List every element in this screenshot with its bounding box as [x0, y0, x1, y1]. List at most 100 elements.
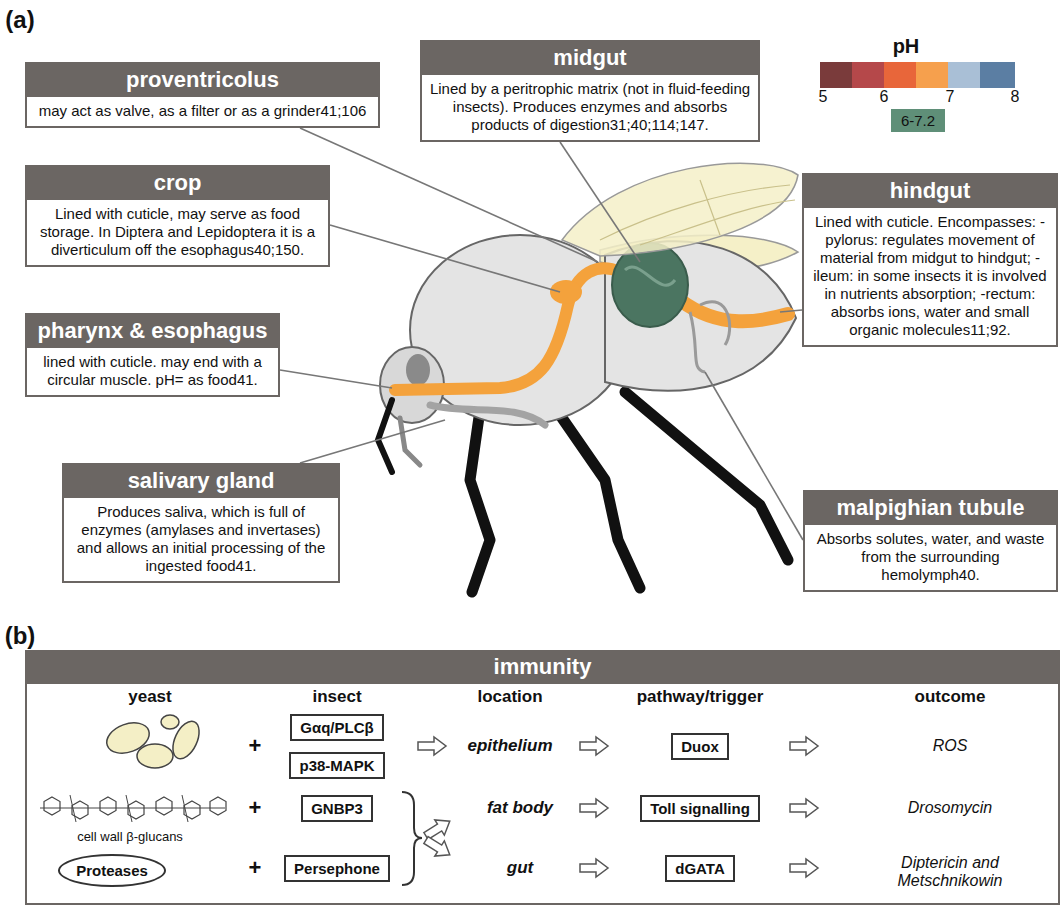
ph-scale — [884, 62, 917, 88]
flow-arrows — [421, 832, 454, 862]
flow-arrows — [790, 737, 818, 755]
pathway-box: Duox — [671, 733, 729, 760]
hindgut-drawing — [680, 300, 788, 321]
midgut-coil — [625, 267, 675, 285]
box-label: dGATA — [675, 860, 724, 877]
leg — [560, 415, 640, 588]
mouthpart — [400, 418, 420, 465]
column-header: yeast — [128, 687, 171, 707]
fore-wing — [562, 163, 798, 256]
pathway-box: Toll signalling — [640, 795, 760, 822]
callout-heading: salivary gland — [64, 465, 338, 498]
insect-illustration — [378, 163, 798, 592]
leg — [625, 392, 788, 560]
flow-arrows — [790, 799, 818, 817]
beta-glucan-chain — [40, 795, 226, 822]
ph-range-box: 6-7.2 — [891, 109, 945, 132]
beta-glucan-chain — [70, 795, 188, 822]
outcome-text: ROS — [933, 737, 968, 755]
box-label: Duox — [681, 738, 719, 755]
callout-box: hindgutLined with cuticle. Encompasses: … — [802, 173, 1058, 347]
column-header: pathway/trigger — [637, 687, 764, 707]
column-header: insect — [312, 687, 361, 707]
callout-heading: crop — [27, 167, 328, 200]
location-text: epithelium — [467, 736, 552, 756]
leader-line — [705, 372, 803, 540]
callout-body: lined with cuticle. may end with a circu… — [27, 348, 278, 395]
leader-line — [330, 225, 560, 292]
leader-line — [560, 142, 640, 262]
callout-box: cropLined with cuticle, may serve as foo… — [25, 165, 330, 267]
beta-glucan-chain — [40, 808, 225, 809]
pathway-box: dGATA — [665, 855, 734, 882]
callout-heading: malpighian tubule — [805, 492, 1056, 525]
ph-scale — [980, 62, 1015, 88]
box-label: Proteases — [76, 862, 148, 879]
leader-line — [280, 370, 392, 388]
flow-arrows — [790, 859, 818, 877]
leader-lines — [280, 128, 803, 540]
column-header: location — [477, 687, 542, 707]
flow-arrows — [418, 737, 818, 877]
plus-sign: + — [249, 855, 262, 881]
box-label: GNBP3 — [311, 800, 363, 817]
leader-line — [780, 310, 802, 312]
tick-label: 8 — [1011, 88, 1020, 106]
beta-glucan-chain — [100, 797, 116, 815]
protein-box: Gαq/PLCβ — [290, 714, 383, 741]
callout-box: malpighian tubuleAbsorbs solutes, water,… — [803, 490, 1058, 592]
callout-body: Produces saliva, which is full of enzyme… — [64, 498, 338, 581]
callout-heading: proventricolus — [27, 64, 378, 97]
callout-box: pharynx & esophaguslined with cuticle. m… — [25, 313, 280, 397]
protein-box: GNBP3 — [301, 795, 373, 822]
yeast-cells — [103, 715, 205, 768]
box-label: Persephone — [294, 860, 380, 877]
protein-box: Persephone — [284, 855, 390, 882]
box-label: Gαq/PLCβ — [300, 719, 373, 736]
panel-heading: immunity — [27, 652, 1058, 684]
panel-letter: (a) — [5, 6, 34, 34]
wing-veins — [600, 180, 795, 245]
callout-heading: pharynx & esophagus — [27, 315, 278, 348]
box-label: 6-7.2 — [901, 112, 935, 129]
callout-body: Absorbs solutes, water, and waste from t… — [805, 525, 1056, 590]
ph-scale — [948, 62, 981, 88]
ph-scale — [820, 62, 853, 88]
outcome-text: Diptericin and Metschnikowin — [888, 854, 1013, 890]
salivary-gland-drawing — [430, 405, 545, 425]
box-label: Toll signalling — [650, 800, 750, 817]
location-text: fat body — [487, 798, 553, 818]
box-label: p38-MAPK — [299, 757, 374, 774]
beta-glucan-chain — [156, 797, 172, 815]
tick-label: 5 — [819, 88, 828, 106]
midgut-drawing — [612, 243, 688, 327]
plus-sign: + — [249, 733, 262, 759]
leader-line — [300, 128, 598, 262]
callout-box: proventricolusmay act as valve, as a fil… — [25, 62, 380, 128]
protein-box: p38-MAPK — [289, 752, 384, 779]
flow-arrows — [580, 737, 608, 755]
beta-glucan-chain — [44, 797, 60, 815]
curly-bracket — [402, 792, 422, 885]
callout-box: salivary glandProduces saliva, which is … — [62, 463, 340, 583]
flow-arrows — [580, 799, 608, 817]
callout-heading: hindgut — [804, 175, 1056, 208]
crop-drawing — [550, 280, 582, 304]
outcome-text: Drosomycin — [908, 799, 992, 817]
ph-scale — [916, 62, 949, 88]
foregut — [395, 268, 620, 390]
callout-body: Lined by a peritrophic matrix (not in fl… — [422, 75, 758, 140]
ph-scale — [820, 62, 1015, 88]
callout-heading: midgut — [422, 42, 758, 75]
panel-letter: (b) — [5, 622, 36, 650]
malpighian-drawing — [690, 302, 730, 372]
flow-arrows — [580, 859, 608, 877]
callout-body: may act as valve, as a filter or as a gr… — [27, 97, 378, 126]
callout-body: Lined with cuticle, may serve as food st… — [27, 200, 328, 265]
callout-body: Lined with cuticle. Encompasses: -pyloru… — [804, 208, 1056, 345]
yeast-cells — [137, 744, 173, 768]
callout-box: midgutLined by a peritrophic matrix (not… — [420, 40, 760, 142]
plus-sign: + — [249, 795, 262, 821]
location-text: gut — [507, 858, 533, 878]
